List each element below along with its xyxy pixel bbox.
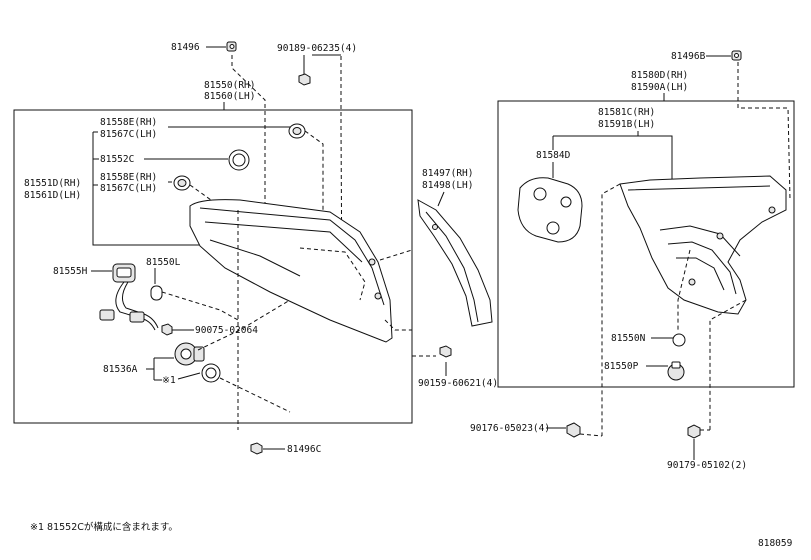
label-81590a: 81590A(LH) [631, 82, 688, 93]
label-81550n: 81550N [611, 333, 646, 344]
socket-81558e-bottom [173, 175, 191, 191]
label-81558e-a: 81558E(RH) [100, 117, 157, 128]
socket-81555h [112, 263, 136, 283]
label-81551d: 81551D(RH) [24, 178, 81, 189]
nut-81496 [226, 41, 237, 52]
label-81584d: 81584D [536, 150, 571, 161]
screw-90176 [566, 422, 581, 438]
label-81567c-b: 81567C(LH) [100, 183, 157, 194]
label-90159: 90159-60621(4) [418, 378, 498, 389]
label-81550-rh: 81550(RH) [204, 80, 255, 91]
label-81550p: 81550P [604, 361, 639, 372]
label-81581c: 81581C(RH) [598, 107, 655, 118]
label-81496c: 81496C [287, 444, 321, 455]
socket-81558e-top [288, 123, 306, 139]
label-81561d: 81561D(LH) [24, 190, 81, 201]
label-81497: 81497(RH) [422, 168, 473, 179]
label-90179: 90179-05102(2) [667, 460, 747, 471]
label-81536a: 81536A [103, 364, 138, 375]
socket-81550p [667, 361, 685, 381]
nut-81496c [250, 442, 263, 455]
label-81580d: 81580D(RH) [631, 70, 688, 81]
bulb-81550l [150, 285, 163, 301]
ring-81552c [228, 149, 250, 171]
nut-81496b [731, 50, 742, 61]
label-81591b: 81591B(LH) [598, 119, 655, 130]
label-81567c-a: 81567C(LH) [100, 129, 157, 140]
diagram-id: 818059 [758, 538, 793, 549]
label-81560-lh: 81560(LH) [204, 91, 255, 102]
label-81496: 81496 [171, 42, 200, 53]
label-81496b: 81496B [671, 51, 706, 62]
label-81552c: 81552C [100, 154, 134, 165]
gasket-81584d [517, 177, 583, 243]
socket-81536a [174, 342, 205, 366]
ring-81536a [201, 363, 221, 383]
label-90176: 90176-05023(4) [470, 423, 550, 434]
label-90189: 90189-06235(4) [277, 43, 357, 54]
right-assembly-frame [497, 100, 795, 388]
screw-90075 [161, 323, 173, 336]
label-star1: ※1 [162, 375, 176, 386]
gasket-81497 [417, 199, 493, 327]
label-81555h: 81555H [53, 266, 88, 277]
screw-90189 [298, 73, 311, 86]
label-90075: 90075-02064 [195, 325, 258, 336]
wire-harness [99, 281, 159, 331]
label-81558e-b: 81558E(RH) [100, 172, 157, 183]
label-81498: 81498(LH) [422, 180, 473, 191]
bulb-81550n [672, 333, 686, 347]
tail-lamp-81581c [619, 175, 787, 315]
footnote: ※1 81552Cが構成に含まれます。 [30, 521, 178, 533]
screw-90179 [687, 424, 701, 439]
screw-90159 [439, 345, 452, 358]
label-81550l: 81550L [146, 257, 181, 268]
tail-lamp-81550 [189, 199, 393, 343]
